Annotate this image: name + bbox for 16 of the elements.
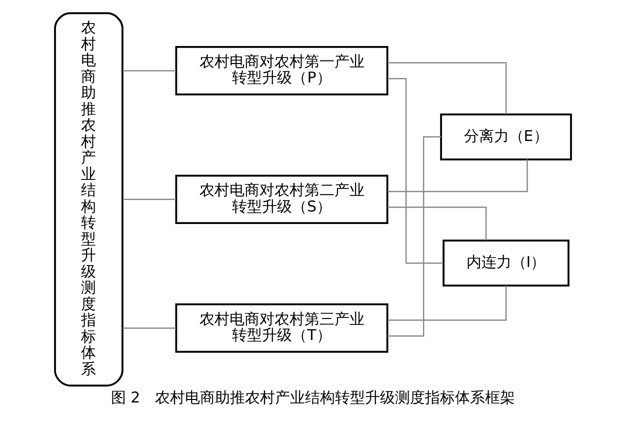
node-box: 农村电商对农村第三产业转型升级（T）: [174, 303, 388, 353]
connector: [386, 136, 441, 337]
connector: [122, 327, 176, 329]
connector: [387, 286, 506, 321]
node-box: 内连力（I）: [442, 240, 569, 287]
connector: [387, 78, 443, 264]
caption: 图 2 农村电商助推农村产业结构转型升级测度指标体系框架: [110, 388, 515, 407]
connector: [387, 206, 486, 240]
connector: [122, 70, 176, 72]
node-box: 分离力（E）: [440, 113, 572, 160]
node-box: 农村电商助推农村产业结构转型升级测度指标体系: [54, 12, 123, 386]
node-box: 农村电商对农村第一产业转型升级（P）: [174, 46, 388, 96]
connector: [387, 159, 528, 192]
node-box: 农村电商对农村第二产业转型升级（S）: [174, 174, 388, 224]
connector: [122, 198, 176, 200]
connector: [387, 62, 506, 114]
